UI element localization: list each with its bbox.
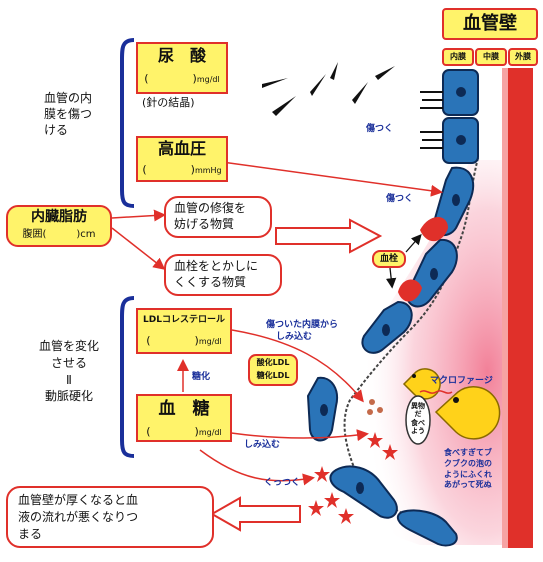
label-glycation: 糖化 [192, 372, 211, 382]
conclusion-line-3: まる [18, 526, 43, 541]
label-overeat-1: 食べすぎてブ [444, 448, 492, 457]
label-glycated-ldl: 糖化LDL [256, 371, 290, 380]
arrow-fat-repair [111, 209, 166, 222]
visceral-fat-waist: 腹囲( )cm [22, 229, 96, 240]
arrow-ldl [231, 329, 364, 403]
outer-wall [508, 68, 533, 548]
clot-2 [398, 279, 422, 302]
visceral-fat-name: 内臓脂肪 [31, 209, 87, 225]
label-hurt-1: 傷つく [366, 124, 394, 134]
hypertension-name: 高血圧 [157, 139, 206, 158]
layer-intima: 内膜 [442, 48, 474, 66]
uric-acid-name: 尿 酸 [157, 46, 206, 65]
label-hurt-2: 傷つく [386, 194, 414, 204]
hypertension-unit: mmHg [194, 166, 222, 175]
label-soak: しみ込む [244, 440, 281, 450]
layer-media: 中膜 [475, 48, 507, 66]
label-overeat-2: クブクの泡の [444, 458, 492, 468]
arrow-fat-clot [111, 227, 166, 270]
clot-inhibit-box: 血栓をとかしに くくする物質 [164, 254, 282, 296]
label-damaged-intima-2: しみ込む [276, 331, 313, 342]
cilia [420, 91, 443, 149]
arrow-stick [199, 449, 315, 486]
ldl-box: LDLコレステロール ( )mg/dl [136, 308, 232, 354]
plaque-area [327, 160, 505, 545]
note-bottom-line-1: 血管を変化 [38, 339, 99, 353]
hollow-arrow-left [209, 496, 301, 532]
hypertension-value: ( ) [142, 163, 195, 176]
bracket-bottom [120, 296, 135, 458]
conclusion-line-1: 血管壁が厚くなると血 [18, 493, 139, 507]
speech-bubble [405, 395, 431, 445]
uric-acid-unit: mg/dl [196, 75, 220, 84]
conclusion-line-2: 液の流れが悪くなりつ [18, 509, 139, 524]
uric-crystals [262, 62, 395, 116]
bracket-top [120, 38, 135, 208]
title-box: 血管壁 [442, 8, 538, 40]
note-top-line-3: ける [44, 123, 69, 138]
label-oxidized-ldl: 酸化LDL [256, 358, 290, 367]
repair-line-2: 妨げる物質 [174, 216, 235, 231]
hollow-arrow-right [275, 218, 383, 254]
label-eat-foreign-1: 異物だ [411, 402, 425, 419]
repair-line-1: 血管の修復を [174, 201, 247, 215]
repair-inhibit-box: 血管の修復を 妨げる物質 [164, 196, 272, 238]
arrow-hurt-clot [405, 234, 422, 253]
note-top-line-2: 膜を傷つ [44, 107, 93, 122]
label-overeat-4: あがって死ぬ [444, 480, 492, 490]
stars [308, 432, 398, 524]
visceral-fat-box: 内臓脂肪 腹囲( )cm [6, 205, 112, 247]
note-bottom: 血管を変化 させる Ⅱ 動脈硬化 [30, 338, 108, 405]
clot-1 [420, 217, 448, 242]
label-stick: くっつく [264, 478, 301, 488]
arrow-clot-down [385, 267, 397, 289]
macrophage-large [434, 386, 501, 440]
ldl-particles [367, 399, 383, 415]
page-title: 血管壁 [463, 13, 517, 34]
ldl-unit: mg/dl [198, 337, 222, 346]
clot-label-box: 血栓 [372, 250, 406, 268]
label-eat-foreign-2: 食べよう [411, 418, 425, 436]
label-overeat: 食べすぎてブ クブクの泡の ようにふくれ あがって死ぬ [444, 448, 492, 491]
label-damaged-intima-1: 傷ついた内膜から [266, 320, 339, 330]
label-macrophage: マクロファージ [430, 376, 493, 386]
note-bottom-line-4: 動脈硬化 [44, 389, 93, 404]
blood-sugar-unit: mg/dl [198, 428, 222, 437]
hypertension-box: 高血圧 ( )mmHg [136, 136, 228, 182]
layer-adventitia: 外膜 [508, 48, 538, 66]
clot-line-2: くくする物質 [174, 274, 247, 289]
conclusion-box: 血管壁が厚くなると血 液の流れが悪くなりつ まる [6, 486, 214, 548]
uric-acid-value: ( ) [144, 72, 197, 85]
note-top-line-1: 血管の内 [44, 91, 93, 105]
oxidized-ldl-box: 酸化LDL 糖化LDL [248, 354, 298, 386]
ldl-name: LDLコレステロール [143, 315, 225, 325]
blood-sugar-box: 血 糖 ( )mg/dl [136, 394, 232, 442]
label-overeat-3: ようにふくれ [444, 469, 492, 479]
uric-acid-box: 尿 酸 ( )mg/dl [136, 42, 228, 94]
ldl-value: ( ) [146, 334, 199, 347]
arrow-hypertension [221, 161, 443, 197]
note-bottom-line-3: Ⅱ [66, 372, 72, 387]
label-eat-foreign: 異物だ 食べよう [409, 402, 427, 436]
cell-low-3 [396, 509, 458, 547]
note-bottom-line-2: させる [50, 355, 87, 370]
cell-low-2 [329, 465, 398, 519]
label-damaged-intima: 傷ついた内膜から しみ込む [266, 320, 338, 343]
clot-line-1: 血栓をとかしに [174, 259, 259, 273]
label-clot: 血栓 [379, 254, 398, 264]
note-top: 血管の内 膜を傷つ ける [44, 90, 92, 139]
blood-sugar-value: ( ) [146, 425, 199, 438]
blood-sugar-name: 血 糖 [158, 399, 210, 419]
uric-acid-sub: (針の結晶) [142, 96, 195, 109]
